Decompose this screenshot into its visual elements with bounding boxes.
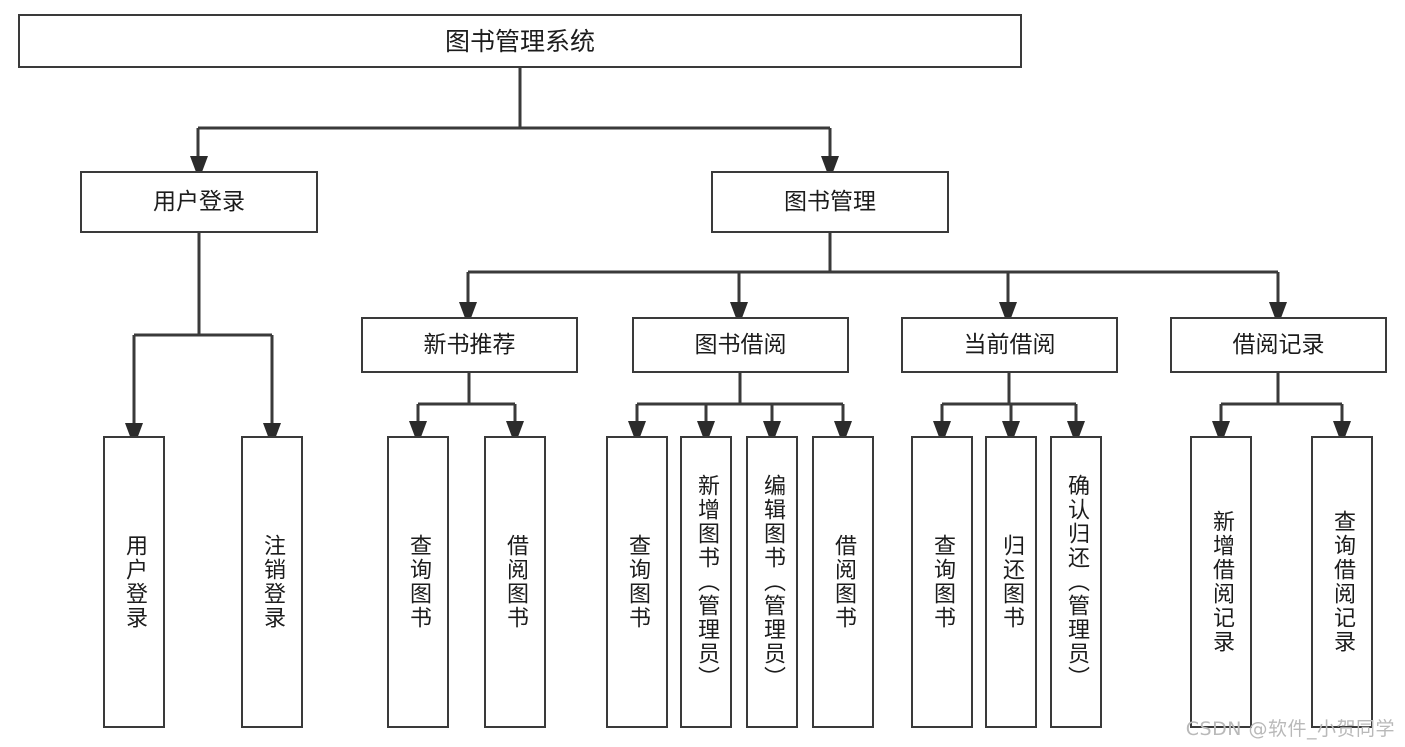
node-root[interactable]: 图书管理系统 (18, 14, 1022, 68)
node-leaf-add-book[interactable]: 新增图书（管理员） (680, 436, 732, 728)
node-user-login-label: 用户登录 (153, 188, 245, 215)
node-leaf-return-book-label: 归还图书 (999, 534, 1024, 630)
node-leaf-query-book-3-label: 查询图书 (930, 534, 955, 630)
watermark-text: CSDN @软件_小贺同学 (1185, 718, 1395, 740)
node-leaf-return-book[interactable]: 归还图书 (985, 436, 1037, 728)
node-leaf-confirm-return[interactable]: 确认归还（管理员） (1050, 436, 1102, 728)
node-leaf-borrow-book-1[interactable]: 借阅图书 (484, 436, 546, 728)
node-leaf-add-record-label: 新增借阅记录 (1209, 510, 1234, 654)
node-leaf-query-book-2-label: 查询图书 (625, 534, 650, 630)
node-leaf-borrow-book-2[interactable]: 借阅图书 (812, 436, 874, 728)
node-leaf-edit-book-label: 编辑图书（管理员） (760, 474, 785, 690)
node-leaf-user-login-label: 用户登录 (122, 534, 147, 630)
node-leaf-query-book-2[interactable]: 查询图书 (606, 436, 668, 728)
node-book-borrow-label: 图书借阅 (694, 331, 787, 358)
node-new-book-rec[interactable]: 新书推荐 (361, 317, 578, 373)
node-book-manage[interactable]: 图书管理 (711, 171, 949, 233)
node-leaf-query-record-label: 查询借阅记录 (1330, 510, 1355, 654)
node-leaf-query-book-1-label: 查询图书 (406, 534, 431, 630)
node-current-borrow[interactable]: 当前借阅 (901, 317, 1118, 373)
node-user-login[interactable]: 用户登录 (80, 171, 318, 233)
node-leaf-query-book-3[interactable]: 查询图书 (911, 436, 973, 728)
node-leaf-borrow-book-1-label: 借阅图书 (503, 534, 528, 630)
node-leaf-query-record[interactable]: 查询借阅记录 (1311, 436, 1373, 728)
node-root-label: 图书管理系统 (444, 26, 595, 56)
node-book-borrow[interactable]: 图书借阅 (632, 317, 849, 373)
node-leaf-add-record[interactable]: 新增借阅记录 (1190, 436, 1252, 728)
node-leaf-borrow-book-2-label: 借阅图书 (831, 534, 856, 630)
node-borrow-record-label: 借阅记录 (1232, 331, 1325, 358)
node-leaf-add-book-label: 新增图书（管理员） (694, 474, 719, 690)
node-leaf-logout-label: 注销登录 (260, 534, 285, 630)
node-leaf-user-login[interactable]: 用户登录 (103, 436, 165, 728)
node-leaf-logout[interactable]: 注销登录 (241, 436, 303, 728)
node-leaf-confirm-return-label: 确认归还（管理员） (1064, 474, 1089, 690)
node-borrow-record[interactable]: 借阅记录 (1170, 317, 1387, 373)
node-current-borrow-label: 当前借阅 (963, 331, 1056, 358)
arrowheads (125, 156, 1351, 447)
node-book-manage-label: 图书管理 (784, 188, 876, 215)
node-leaf-edit-book[interactable]: 编辑图书（管理员） (746, 436, 798, 728)
node-leaf-query-book-1[interactable]: 查询图书 (387, 436, 449, 728)
node-new-book-rec-label: 新书推荐 (423, 331, 516, 358)
